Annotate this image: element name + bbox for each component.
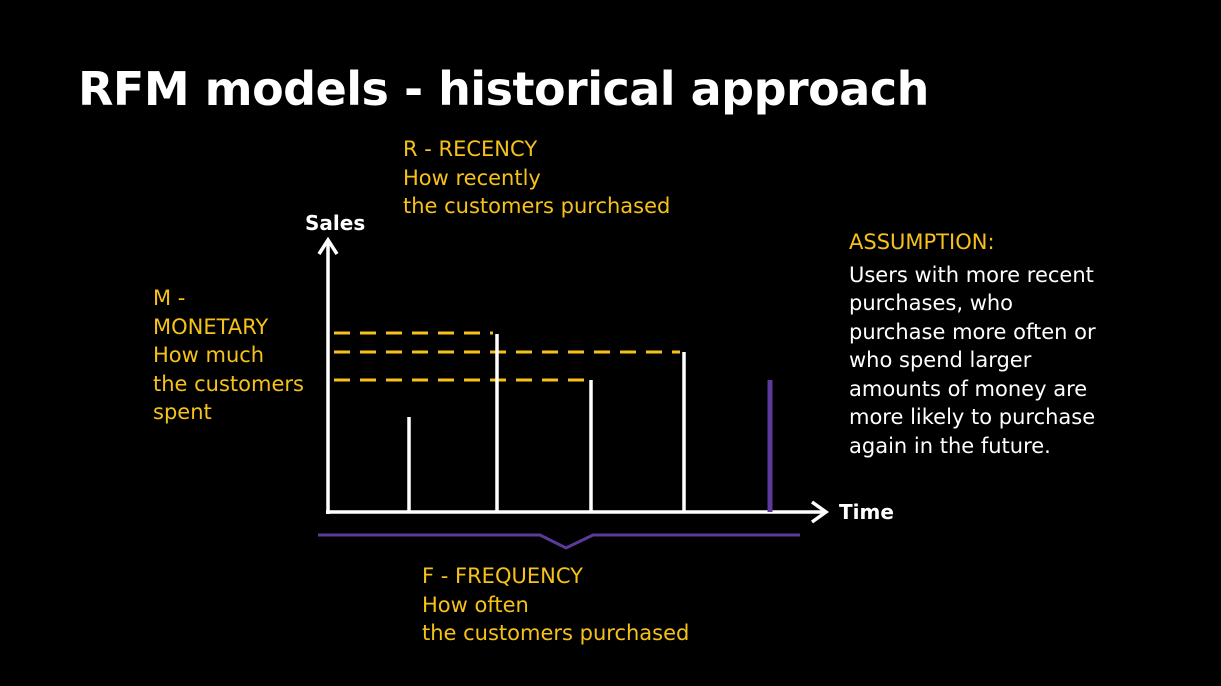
recency-heading: R - RECENCY [403,137,538,161]
frequency-text: How often [422,592,529,617]
monetary-text: How much [153,343,265,367]
monetary-heading: M - [153,286,186,310]
frequency-bracket [318,533,800,550]
recency-text: How recently [403,165,541,190]
assumption-line: purchase more often or [849,319,1096,344]
recency-text: the customers purchased [403,194,671,218]
y-axis-arrow-icon [317,236,339,255]
frequency-heading: F - FREQUENCY [422,564,583,588]
recency-label: R - RECENCY How recently the customers p… [403,135,670,221]
monetary-heading: MONETARY [153,314,269,339]
assumption-line: purchases, who [849,291,1014,315]
assumption-line: amounts of money are [849,376,1088,401]
frequency-label: F - FREQUENCY How often the customers pu… [422,562,689,648]
assumption-line: Users with more recent [849,262,1094,287]
monetary-text: the customers [153,371,304,396]
monetary-label: M - MONETARY How much the customers spen… [153,284,304,427]
assumption-text: Users with more recent purchases, who pu… [849,261,1096,461]
x-axis-arrow-icon [810,500,830,524]
assumption-line: more likely to purchase [849,405,1096,429]
frequency-text: the customers purchased [422,621,690,645]
assumption-line: again in the future. [849,433,1051,458]
assumption-box: ASSUMPTION: Users with more recent purch… [849,228,1096,460]
slide-title: RFM models - historical approach [78,62,929,116]
y-axis-label: Sales [305,211,366,235]
x-axis-label: Time [839,500,894,524]
assumption-line: who spend larger [849,348,1032,372]
assumption-heading: ASSUMPTION: [849,230,995,254]
monetary-text: spent [153,400,212,424]
